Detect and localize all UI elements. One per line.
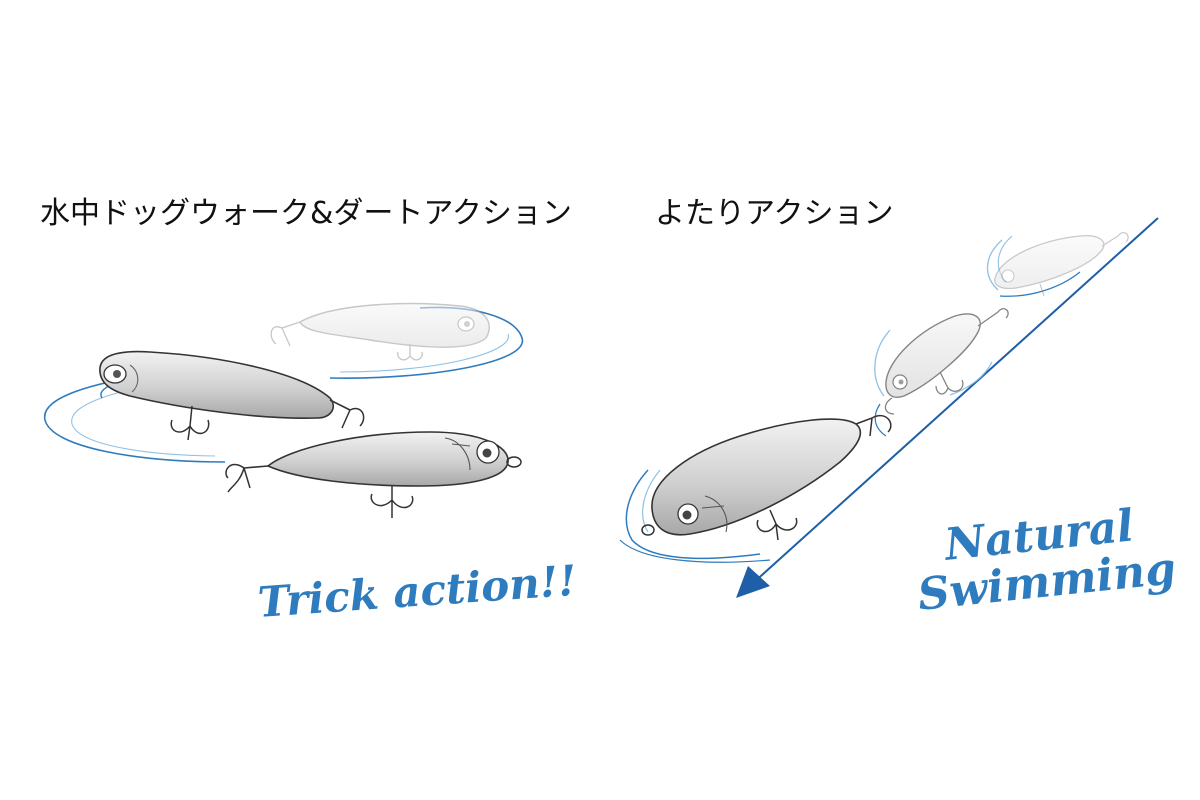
swim-curve-bottom-right [625, 469, 761, 560]
swim-curve-left [44, 371, 226, 463]
heading-dog-walk-dart-action: 水中ドッグウォーク&ダートアクション [40, 196, 572, 231]
swim-curve-top-right [986, 239, 1003, 291]
swim-curve-mid-right [874, 329, 891, 397]
lure-left-upper [99, 350, 365, 441]
lure-left-lower [225, 431, 522, 518]
lure-right-bottom [641, 414, 892, 541]
swim-curve-top-inner [339, 333, 509, 373]
lure-right-middle [884, 308, 1009, 415]
lure-faded-right-top [994, 232, 1129, 297]
lure-faded-left [270, 302, 490, 361]
heading-yotari-action: よたりアクション [655, 196, 894, 231]
direction-arrow [736, 217, 1159, 598]
swim-curve-left-inner [71, 383, 216, 457]
